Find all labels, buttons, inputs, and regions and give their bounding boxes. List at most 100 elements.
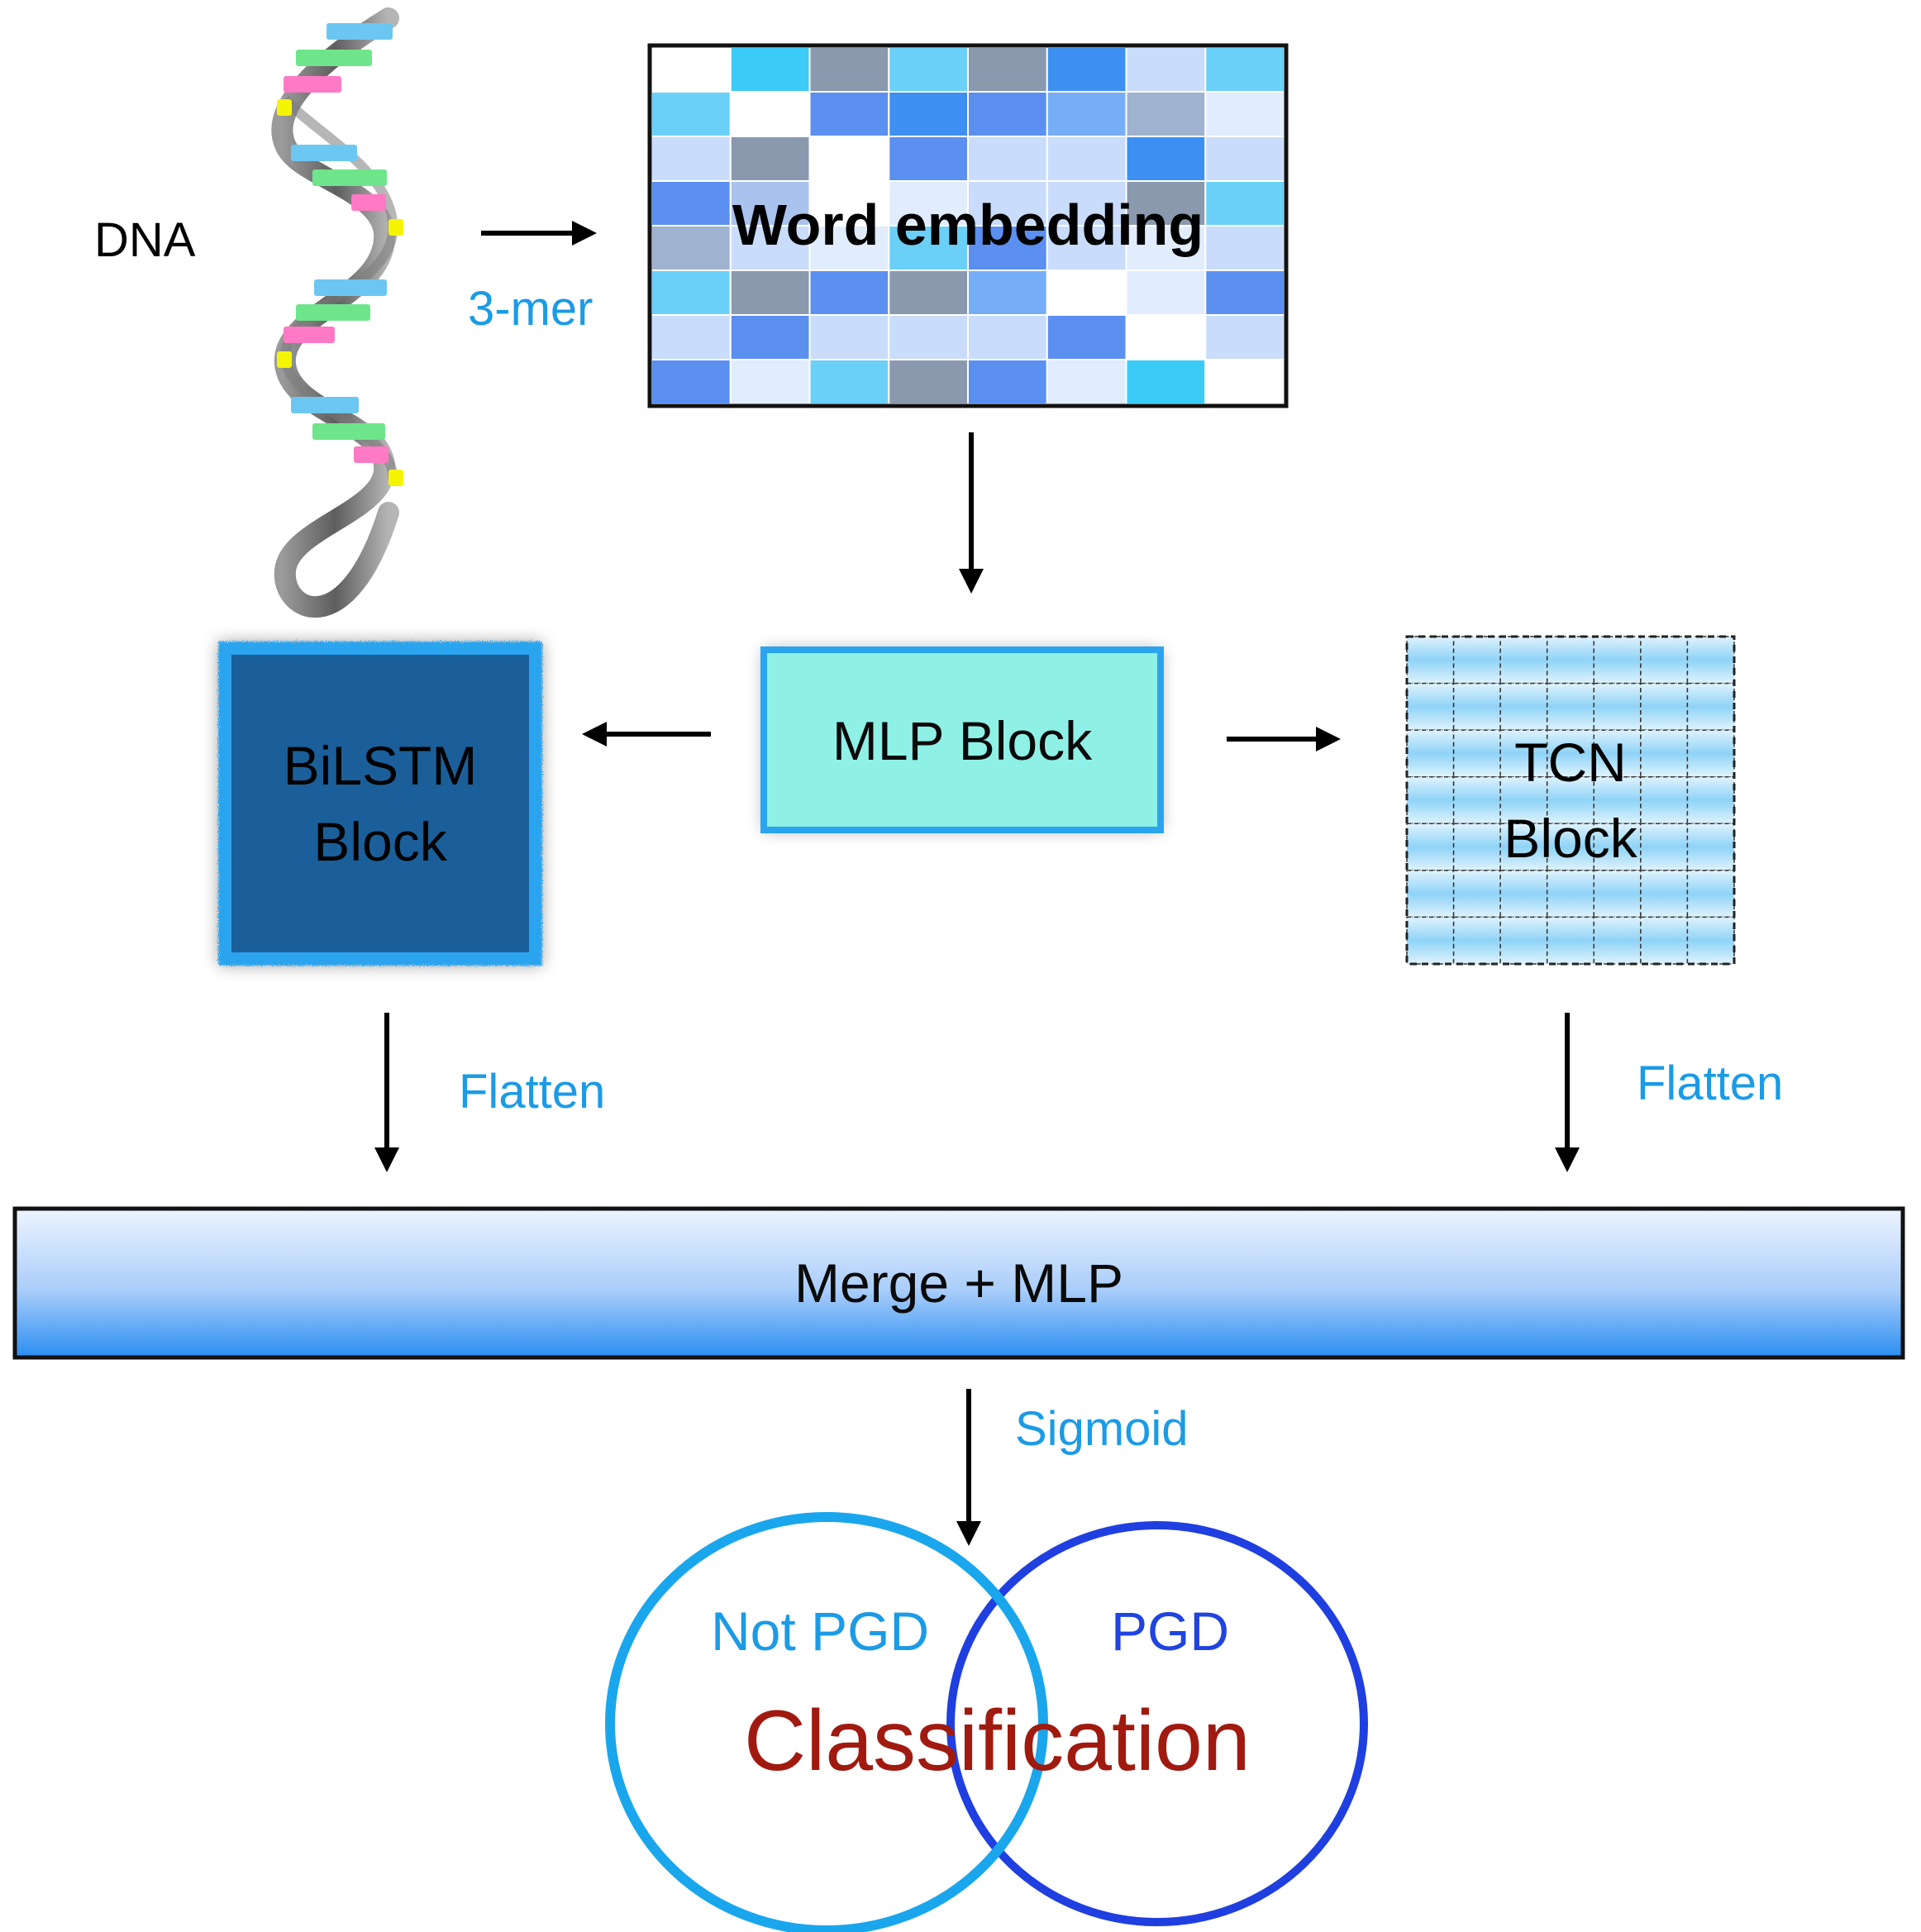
embedding-cell: [1125, 314, 1207, 360]
merge-mlp-label: Merge + MLP: [794, 1252, 1123, 1314]
tcn-cell: [1546, 870, 1595, 918]
embedding-cell: [651, 46, 732, 93]
tcn-cell: [1686, 682, 1735, 731]
classification-label: Classification: [744, 1693, 1251, 1789]
embedding-cell: [1204, 359, 1286, 405]
embedding-cell: [808, 314, 890, 360]
tcn-cell: [1406, 729, 1455, 778]
tcn-cell: [1499, 682, 1548, 731]
tcn-cell: [1406, 823, 1455, 871]
tcn-cell: [1686, 870, 1735, 918]
pgd-circle: [946, 1521, 1368, 1926]
tcn-cell: [1593, 916, 1642, 965]
dna-base-pair: [277, 351, 292, 368]
flatten-right-label: Flatten: [1637, 1057, 1784, 1110]
dna-base-pair: [312, 169, 387, 186]
tcn-cell: [1640, 870, 1689, 918]
embedding-cell: [888, 91, 970, 137]
embedding-cell: [729, 270, 811, 316]
tcn-cell: [1686, 775, 1735, 825]
tcn-cell: [1499, 729, 1548, 778]
embedding-cell: [1046, 46, 1127, 93]
embedding-cell: [808, 180, 890, 227]
embedding-cell: [967, 225, 1048, 271]
kmer-label: 3-mer: [468, 282, 593, 336]
sigmoid-label: Sigmoid: [1015, 1402, 1189, 1456]
bilstm-block-label: BiLSTM Block: [283, 734, 478, 872]
tcn-cell: [1546, 916, 1595, 965]
tcn-cell: [1452, 636, 1501, 685]
tcn-cell: [1406, 916, 1455, 965]
dna-base-pair: [277, 99, 292, 116]
embedding-cell: [1125, 136, 1207, 182]
dna-base-pair: [284, 76, 341, 93]
merge-mlp-bar: [12, 1206, 1905, 1360]
not-pgd-label: Not PGD: [711, 1600, 930, 1662]
tcn-cell: [1499, 916, 1548, 965]
tcn-cell: [1593, 823, 1642, 871]
dna-helix-icon: [271, 7, 403, 618]
pgd-label: PGD: [1111, 1600, 1230, 1662]
tcn-cell: [1686, 729, 1735, 778]
embedding-cell: [1204, 225, 1286, 271]
tcn-cell: [1640, 916, 1689, 965]
word-embedding-frame: [647, 43, 1289, 408]
tcn-cell: [1546, 682, 1595, 731]
embedding-cell: [729, 314, 811, 360]
embedding-cell: [967, 180, 1048, 227]
embedding-cell: [1046, 359, 1127, 405]
tcn-cell: [1593, 636, 1642, 685]
dna-base-pair: [291, 397, 359, 413]
word-embedding-label: Word embedding: [732, 193, 1204, 257]
tcn-cell: [1640, 775, 1689, 825]
embedding-cell: [967, 314, 1048, 360]
dna-base-pair: [388, 470, 403, 486]
embedding-cell: [1046, 91, 1127, 137]
embedding-cell: [651, 91, 732, 137]
flatten-left-label: Flatten: [459, 1065, 606, 1119]
tcn-cell: [1686, 916, 1735, 965]
embedding-cell: [729, 136, 811, 182]
mlp-block: [760, 646, 1164, 833]
embedding-cell: [651, 180, 732, 227]
tcn-cell: [1452, 775, 1501, 825]
tcn-cell: [1546, 775, 1595, 825]
tcn-cell: [1546, 823, 1595, 871]
embedding-cell: [651, 359, 732, 405]
embedding-cell: [1125, 359, 1207, 405]
embedding-cell: [808, 91, 890, 137]
dna-base-pair: [296, 304, 370, 321]
embedding-cell: [1204, 314, 1286, 360]
tcn-cell: [1593, 682, 1642, 731]
tcn-cell: [1499, 870, 1548, 918]
embedding-cell: [1125, 180, 1207, 227]
tcn-block: [1405, 635, 1736, 966]
embedding-cell: [888, 270, 970, 316]
embedding-cell: [1046, 314, 1127, 360]
dna-base-pair: [388, 219, 403, 236]
tcn-cell: [1499, 775, 1548, 825]
tcn-cell: [1686, 823, 1735, 871]
tcn-cell: [1546, 729, 1595, 778]
not-pgd-circle: [605, 1512, 1048, 1932]
embedding-cell: [1204, 180, 1286, 227]
tcn-cell: [1640, 823, 1689, 871]
tcn-block-label: TCN Block: [1504, 731, 1637, 869]
tcn-cell: [1499, 823, 1548, 871]
dna-base-pair: [312, 423, 385, 440]
tcn-cell: [1452, 823, 1501, 871]
tcn-cell: [1452, 870, 1501, 918]
embedding-cell: [1046, 225, 1127, 271]
dna-label: DNA: [94, 213, 196, 267]
dna-base-pair: [327, 23, 393, 40]
mlp-block-label: MLP Block: [832, 709, 1093, 771]
dna-base-pair: [314, 279, 387, 296]
embedding-cell: [888, 180, 970, 227]
dna-base-pair: [291, 145, 357, 161]
dna-base-pair: [354, 446, 388, 463]
embedding-cell: [729, 225, 811, 271]
tcn-cell: [1593, 775, 1642, 825]
dna-base-pair: [351, 194, 386, 211]
